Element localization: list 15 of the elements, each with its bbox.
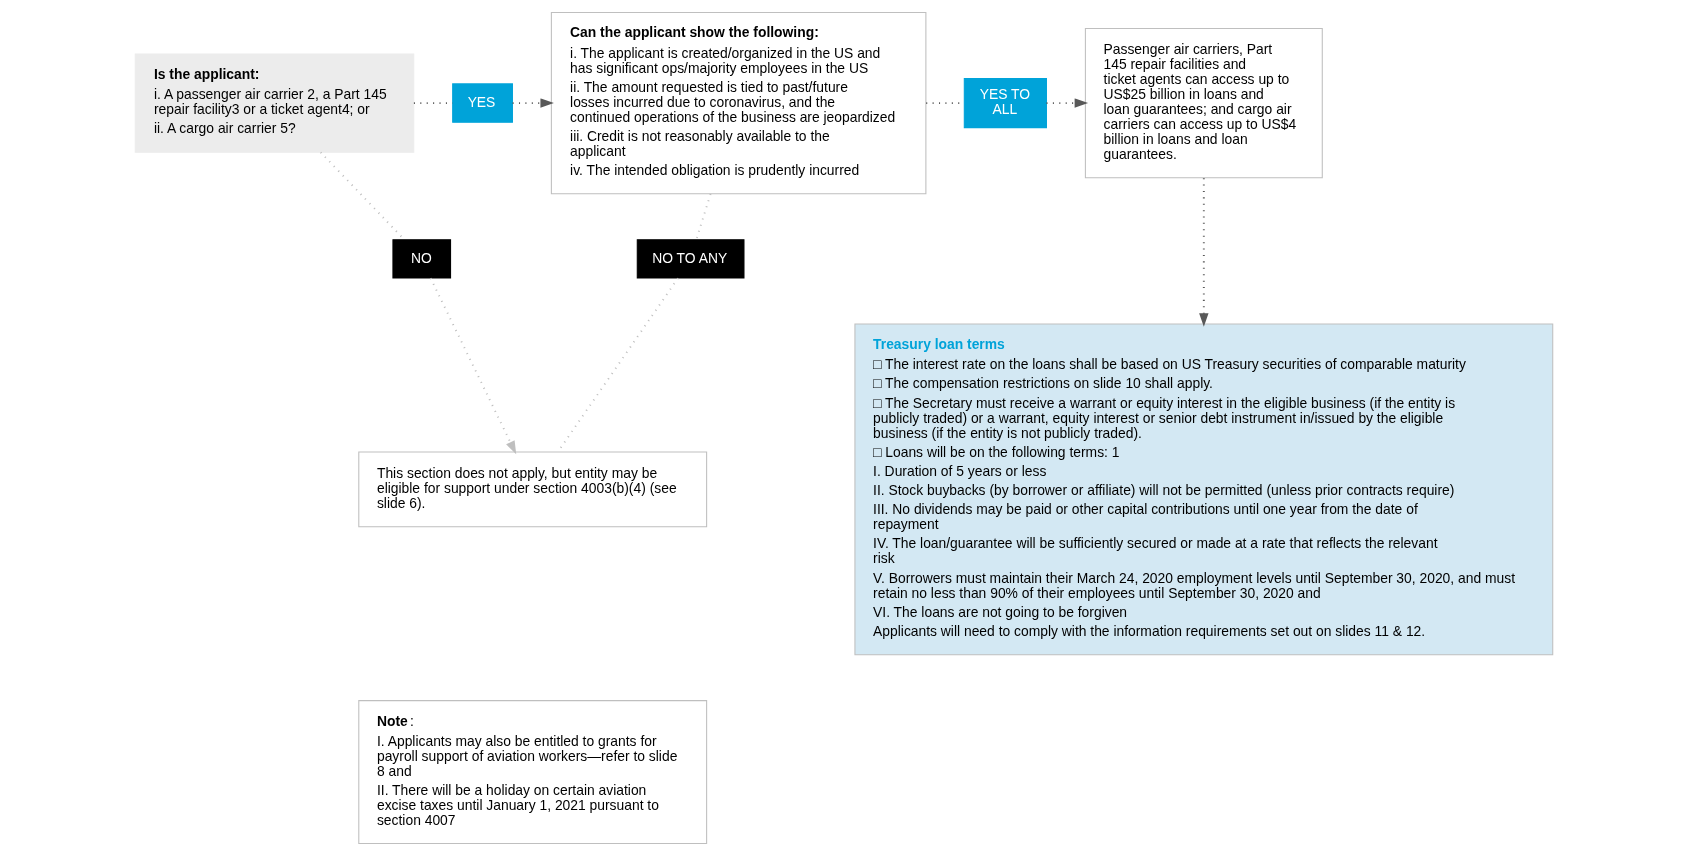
node-box: Is the applicant: i. A passenger air carrier 2, a Part 145 repair facility3 or a ticket agent4; or ii. A cargo air carrier 5? [134, 53, 415, 153]
node-box: NO TO ANY [636, 239, 745, 279]
node-box: Can the applicant show the following: i. The applicant is created/organized in the US and has significant ops/majority employees in the US ii. The amount requested is tied to past/future losses incurred due to coronavirus, and the continued operations of the business are jeopardized iii. Credit is not reasonably available to the applicant iv. The intended obligation is prudently incurred [550, 11, 927, 195]
node-box: Note: I. Applicants may also be entitled to grants for payroll support of aviation workers—refer to slide 8 and II. There will be a holiday on certain aviation excise taxes until January 1, 2021 pursuant to section 4007 [358, 700, 708, 845]
node-box: This section does not apply, but entity may be eligible for support under section 4003(b)(4) (see slide 6). [358, 451, 708, 528]
arrow [511, 98, 554, 108]
arrow [429, 277, 517, 455]
arrow [1199, 177, 1209, 327]
node-box: YES [452, 83, 513, 123]
node-box: Passenger air carriers, Part 145 repair facilities and ticket agents can access up to US$25 billion in loans and loan guarantees; and cargo air carriers can access up to US$4 billion in loans and loan guarantees. [1084, 27, 1323, 179]
node-box: YES TO ALL [963, 78, 1047, 129]
node-box: Treasury loan terms □ The interest rate on the loans shall be based on US Treasury securities of comparable maturity □ The compensation restrictions on slide 10 shall apply. □ The Secretary must receive a warrant or equity interest in the eligible business (if the entity is publicly traded) or a warrant, equity interest or senior debt instrument in/issued by the eligible business (if the entity is not publicly traded). □ Loans will be on the following terms: 1 I. Duration of 5 years or less II. Stock buybacks (by borrower or affiliate) will not be permitted (unless prior contracts require) III. No dividends may be paid or other capital contributions until one year from the date of repayment IV. The loan/guarantee will be sufficiently secured or made at a rate that reflects the relevant risk V. Borrowers must maintain their March 24, 2020 employment levels until September 30, 2020, and must retain no less than 90% of their employees until September 30, 2020 and VI. The loans are not going to be forgiven Applicants will need to comply with the information requirements set out on slides 11 & 12. [854, 323, 1554, 656]
connector [695, 193, 712, 241]
node-box: NO [392, 239, 452, 279]
arrow [1045, 98, 1089, 108]
